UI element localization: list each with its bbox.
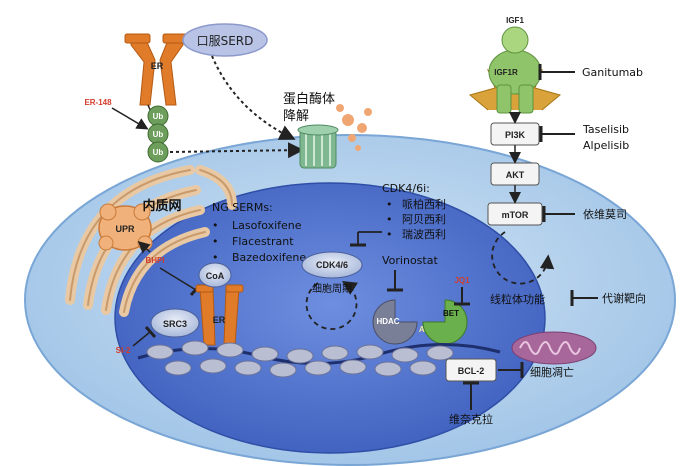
cell-cycle <box>305 281 358 330</box>
er-top-label: ER <box>151 61 164 71</box>
bhpi-arrow <box>137 240 151 254</box>
proteasome <box>297 124 339 169</box>
ng-serm-bullet-2: • <box>212 235 219 248</box>
coa-label: CoA <box>206 271 225 281</box>
er-network-label: 内质网 <box>142 198 181 213</box>
hdac-label: HDAC <box>376 317 399 326</box>
mito-function-label: 线粒体功能 <box>490 292 545 306</box>
cdk-drug-2: 阿贝西利 <box>402 213 446 226</box>
nucleus <box>114 182 546 454</box>
vorinostat-label: Vorinostat <box>382 254 438 267</box>
ng-serm-1: Lasofoxifene <box>232 219 302 232</box>
cdk-title: CDK4/6i: <box>382 182 430 195</box>
cdk46-label: CDK4/6 <box>316 260 348 270</box>
er148-label: ER-148 <box>84 98 112 107</box>
er-nuclear-label: ER <box>213 315 226 325</box>
coa-node <box>198 262 232 288</box>
bcl2-label: BCL-2 <box>458 366 485 376</box>
ng-serm-bullet-3: • <box>212 251 219 264</box>
src3-node <box>150 308 200 338</box>
cdk-bullet-2: • <box>386 213 393 226</box>
si2-line <box>132 331 151 347</box>
ng-serm-3: Bazedoxifene <box>232 251 306 264</box>
si2-label: SI-2 <box>116 346 131 355</box>
bcl2-box <box>445 358 497 382</box>
bhpi-label: BHPI <box>145 256 164 265</box>
ub-2-label: Ub <box>153 130 164 139</box>
mitochondrion <box>511 331 597 365</box>
bet-shape <box>422 299 468 345</box>
akt-label: AKT <box>506 170 525 180</box>
src3-label: SRC3 <box>163 319 187 329</box>
oral-serd-label: 口服SERD <box>197 34 254 48</box>
er-membrane-receptor <box>124 33 189 106</box>
oral-serd-bubble <box>182 23 268 57</box>
proteasome-label-2: 降解 <box>283 109 309 124</box>
ub-3 <box>147 141 169 163</box>
bhpi-to-coa <box>159 267 197 291</box>
hdac-shape <box>372 299 418 345</box>
serd-to-proteasome-arrow <box>211 55 296 140</box>
ganitumab-label: Ganitumab <box>582 66 643 79</box>
cdk46-node <box>301 251 363 279</box>
proteasome-label-1: 蛋白酶体 <box>283 91 335 107</box>
degradation-fragments <box>336 104 372 151</box>
cdk-bullet-3: • <box>386 228 393 241</box>
er-nuclear <box>195 284 244 346</box>
venetoclax-label: 维奈克拉 <box>449 412 493 426</box>
ub-3-label: Ub <box>153 148 164 157</box>
pi3k-label: PI3K <box>505 130 526 140</box>
bet-label: BET <box>443 309 459 318</box>
si2-bar <box>144 325 157 339</box>
upr-blob <box>98 203 153 251</box>
cdk-drug-3: 瑞波西利 <box>402 227 446 241</box>
ub-1-label: Ub <box>153 112 164 121</box>
chromatin <box>137 340 501 378</box>
ng-serm-2: Flacestrant <box>232 235 294 248</box>
cdk-bullet-1: • <box>386 198 393 211</box>
ng-serm-bullet-1: • <box>212 219 219 232</box>
ub-to-proteasome-arrow <box>169 142 304 159</box>
alpelisib-label: Alpelisib <box>583 139 629 152</box>
ub-chain <box>147 104 169 163</box>
taselisib-label: Taselisib <box>582 123 629 136</box>
igf1r-label: IGF1R <box>494 68 518 77</box>
ng-serms-title: NG SERMs: <box>212 201 273 214</box>
mito-cycle <box>491 231 555 285</box>
jq1-label: JQ1 <box>454 276 470 285</box>
er148-arrow <box>111 107 149 130</box>
cdk-drug-1: 哌柏西利 <box>402 197 446 211</box>
apoptosis-label: 细胞凋亡 <box>530 365 574 379</box>
mtor-label: mTOR <box>502 210 529 220</box>
igf1-label: IGF1 <box>506 16 524 25</box>
igf1r-receptor <box>468 26 562 114</box>
upr-label: UPR <box>115 224 135 234</box>
everolimus-label: 依维莫司 <box>583 208 627 221</box>
cell-cycle-label: 细胞周期 <box>312 282 352 295</box>
metabolic-label: 代谢靶向 <box>602 291 646 305</box>
